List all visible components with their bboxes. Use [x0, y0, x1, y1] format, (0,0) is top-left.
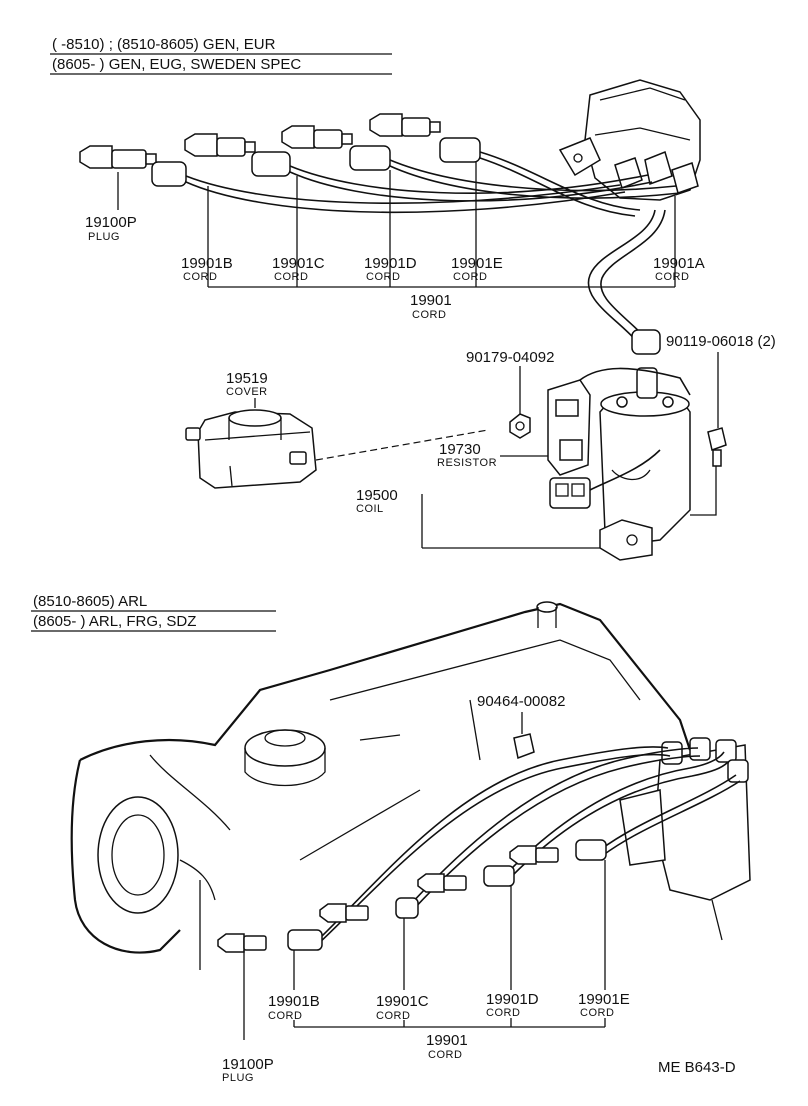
cord-d-name-bottom: CORD [486, 1007, 520, 1019]
engine-head [70, 601, 692, 970]
distributor-cover [185, 409, 317, 489]
cord-d-part-number-bottom: 19901D [486, 991, 539, 1008]
nut-part-number: 90179-04092 [466, 349, 554, 366]
cover-name: COVER [226, 386, 268, 398]
cord-c-name: CORD [274, 271, 308, 283]
cord-d-part-number: 19901D [364, 255, 417, 272]
label-cover: 19519 COVER [226, 370, 268, 398]
coil-lead-wire [579, 367, 691, 396]
cord-c-part-number: 19901C [272, 255, 325, 272]
cord-a-part-number: 19901A [653, 255, 705, 272]
label-cord-a-top: 19901A CORD [653, 255, 705, 283]
plug-boots-top [151, 137, 481, 187]
resistor-nut [509, 413, 531, 439]
cord-e-part-number-bottom: 19901E [578, 991, 630, 1008]
plug-name-bottom: PLUG [222, 1072, 254, 1084]
distributor-cap-top [558, 79, 701, 201]
label-bolt: 90119-06018 (2) [666, 333, 776, 350]
cord-set-name: CORD [412, 309, 446, 321]
cord-set-part-number-bottom: 19901 [426, 1032, 468, 1049]
label-cord-e-top: 19901E CORD [451, 255, 503, 283]
resistor-part-number: 19730 [439, 441, 481, 458]
coil-resistor [547, 379, 591, 476]
header-bottom-line1: (8510-8605) ARL [33, 593, 147, 610]
cord-b-name-bottom: CORD [268, 1010, 302, 1022]
figure-code: ME B643-D [658, 1059, 736, 1076]
label-coil: 19500 COIL [356, 487, 398, 515]
cover-dashed-leader [315, 429, 489, 461]
cord-set-part-number: 19901 [410, 292, 452, 309]
header-top-line2: (8605- ) GEN, EUG, SWEDEN SPEC [52, 56, 301, 73]
ignition-cords-bottom [317, 746, 741, 945]
cord-e-name-bottom: CORD [580, 1007, 614, 1019]
label-cord-d-bottom: 19901D CORD [486, 991, 539, 1019]
leader-lines-coil [421, 352, 719, 549]
coil-name: COIL [356, 503, 384, 515]
plug-part-number-bottom: 19100P [222, 1056, 274, 1073]
spark-plugs-bottom [217, 845, 559, 953]
cord-c-name-bottom: CORD [376, 1010, 410, 1022]
label-cord-b-bottom: 19901B CORD [268, 993, 320, 1022]
label-cord-b-top: 19901B CORD [181, 255, 233, 283]
ignition-cords-top [185, 151, 681, 355]
label-cord-set-top: 19901 CORD [410, 292, 452, 321]
ignition-coil [599, 367, 691, 561]
label-cord-d-top: 19901D CORD [364, 255, 417, 283]
spark-plug-4 [369, 113, 441, 137]
cord-e-name: CORD [453, 271, 487, 283]
coil-connector [549, 449, 661, 509]
plug-name: PLUG [88, 231, 120, 243]
cord-e-part-number: 19901E [451, 255, 503, 272]
resistor-name: RESISTOR [437, 457, 497, 469]
label-cord-set-bottom: 19901 CORD [426, 1032, 468, 1061]
cord-d-name: CORD [366, 271, 400, 283]
header-top-line1: ( -8510) ; (8510-8605) GEN, EUR [52, 36, 276, 53]
clamp-part-number: 90464-00082 [477, 693, 565, 710]
spark-plug-2 [184, 133, 256, 157]
label-clamp: 90464-00082 [477, 693, 565, 710]
label-resistor: 19730 RESISTOR [437, 441, 497, 469]
header-bottom: (8510-8605) ARL (8605- ) ARL, FRG, SDZ [31, 593, 276, 632]
cord-clamp [513, 712, 535, 760]
cover-part-number: 19519 [226, 370, 268, 387]
bolt-part-number: 90119-06018 (2) [666, 333, 776, 350]
leader-lines-top [117, 162, 676, 288]
label-cord-c-bottom: 19901C CORD [376, 993, 429, 1022]
label-cord-c-top: 19901C CORD [272, 255, 325, 283]
spark-plug-3 [281, 125, 353, 149]
spark-plug-1 [79, 145, 157, 169]
coil-bracket-bolt [690, 427, 727, 516]
distributor-bottom [619, 737, 751, 941]
cord-b-part-number: 19901B [181, 255, 233, 272]
plug-boots-bottom [287, 839, 607, 951]
plug-part-number: 19100P [85, 214, 137, 231]
label-cord-e-bottom: 19901E CORD [578, 991, 630, 1019]
cord-c-part-number-bottom: 19901C [376, 993, 429, 1010]
label-plug-bottom: 19100P PLUG [222, 1056, 274, 1084]
cord-b-part-number-bottom: 19901B [268, 993, 320, 1010]
header-bottom-line2: (8605- ) ARL, FRG, SDZ [33, 613, 196, 630]
label-plug-top: 19100P PLUG [85, 214, 137, 243]
cord-a-name: CORD [655, 271, 689, 283]
cord-set-name-bottom: CORD [428, 1049, 462, 1061]
coil-part-number: 19500 [356, 487, 398, 504]
label-nut: 90179-04092 [466, 349, 554, 366]
cord-b-name: CORD [183, 271, 217, 283]
leader-lines-bottom [243, 860, 606, 1040]
header-top: ( -8510) ; (8510-8605) GEN, EUR (8605- )… [50, 36, 392, 75]
